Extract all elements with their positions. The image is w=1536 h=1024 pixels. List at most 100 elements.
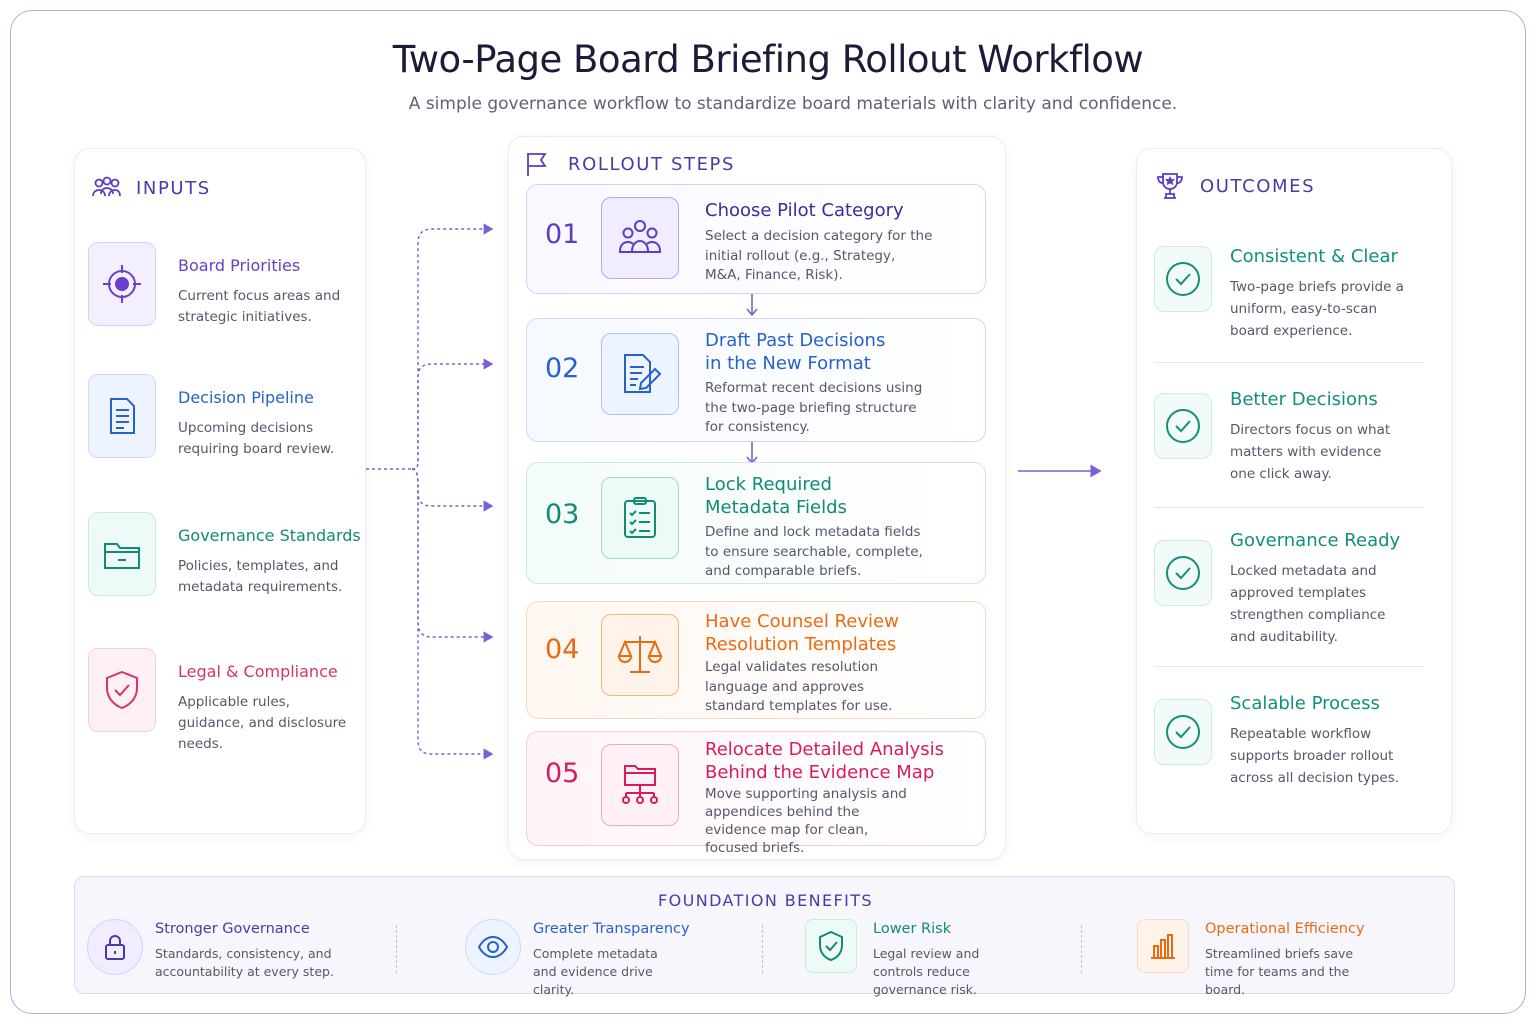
outcome-separator [1154, 362, 1424, 363]
foundation-benefits-panel: FOUNDATION BENEFITS Stronger Governance … [74, 876, 1455, 997]
benefit-title: Stronger Governance [155, 921, 310, 937]
step-desc: Select a decision category for the initi… [705, 228, 933, 283]
outcomes-heading-label: OUTCOMES [1200, 175, 1316, 197]
step-title: Choose Pilot Category [705, 200, 904, 221]
step-title: Lock Required Metadata Fields [705, 474, 847, 518]
benefit-divider [762, 925, 763, 973]
benefit-lower-risk: Lower Risk Legal review and controls red… [805, 917, 1095, 997]
folder-icon [104, 543, 140, 569]
outcome-title: Governance Ready [1230, 530, 1401, 551]
step-number: 02 [545, 353, 580, 384]
document-icon [110, 398, 135, 434]
benefit-divider [1081, 925, 1082, 973]
inputs-heading: INPUTS [90, 172, 211, 204]
step-05-card: 05 Relocate Detailed Analysis Behind the… [526, 731, 986, 856]
connector-step-04 [411, 468, 494, 643]
check-circle-icon [1166, 556, 1200, 590]
check-circle-icon [1166, 715, 1200, 749]
shield-check-icon [106, 670, 138, 710]
bar-chart-icon [1151, 934, 1175, 959]
benefit-icon-tile [87, 919, 143, 975]
page-subtitle: A simple governance workflow to standard… [408, 94, 1178, 114]
input-tile [88, 374, 156, 458]
benefit-title: Lower Risk [873, 921, 952, 937]
benefit-greater-transparency: Greater Transparency Complete metadata a… [465, 917, 755, 997]
benefit-desc: Legal review and controls reduce governa… [873, 946, 980, 997]
step-title: Have Counsel Review Resolution Templates [705, 611, 899, 655]
benefit-title: Operational Efficiency [1205, 921, 1365, 937]
input-governance-standards: Governance Standards Policies, templates… [88, 512, 361, 602]
inputs-heading-label: INPUTS [136, 177, 211, 199]
input-title: Governance Standards [178, 526, 361, 545]
check-circle-icon [1166, 409, 1200, 443]
shield-icon [819, 930, 843, 962]
step-icon-box [601, 477, 679, 559]
input-title: Legal & Compliance [178, 662, 338, 681]
benefit-icon-tile [1137, 919, 1189, 973]
input-legal-compliance: Legal & Compliance Applicable rules, gui… [88, 648, 358, 752]
outcome-check-tile [1154, 246, 1212, 312]
connector-step-02 [411, 358, 494, 470]
outcome-better-decisions: Better Decisions Directors focus on what… [1154, 389, 1434, 489]
trophy-icon [1157, 173, 1183, 199]
outcome-desc: Two-page briefs provide a uniform, easy-… [1230, 279, 1404, 339]
step-04-card: 04 Have Counsel Review Resolution Templa… [526, 601, 986, 719]
input-title: Board Priorities [178, 256, 301, 275]
benefit-stronger-governance: Stronger Governance Standards, consisten… [87, 917, 377, 983]
step-number: 04 [545, 634, 580, 665]
step-title: Draft Past Decisions in the New Format [705, 330, 886, 374]
input-tile [88, 512, 156, 596]
outcome-consistent-clear: Consistent & Clear Two-page briefs provi… [1154, 246, 1434, 346]
scales-icon [617, 636, 663, 673]
input-tile [88, 648, 156, 732]
page-title: Two-Page Board Briefing Rollout Workflow [392, 38, 1144, 81]
input-decision-pipeline: Decision Pipeline Upcoming decisions req… [88, 374, 358, 464]
outcome-check-tile [1154, 540, 1212, 606]
input-desc: Upcoming decisions requiring board revie… [178, 420, 335, 457]
outcome-scalable-process: Scalable Process Repeatable workflow sup… [1154, 693, 1434, 793]
step-desc: Move supporting analysis and appendices … [705, 786, 907, 856]
input-desc: Policies, templates, and metadata requir… [178, 558, 343, 595]
step-01-card: 01 Choose Pilot Category Select a decisi… [526, 184, 986, 294]
outcome-desc: Locked metadata and approved templates s… [1230, 563, 1386, 645]
step-03-card: 03 Lock Required Metadata Fields Define … [526, 462, 986, 584]
connector-step-01 [411, 223, 494, 470]
connector-step-05 [411, 468, 494, 760]
step-02-card: 02 Draft Past Decisions in the New Forma… [526, 318, 986, 442]
outcome-governance-ready: Governance Ready Locked metadata and app… [1154, 530, 1434, 650]
benefit-operational-efficiency: Operational Efficiency Streamlined brief… [1137, 917, 1427, 997]
step-desc: Legal validates resolution language and … [705, 659, 893, 714]
outcome-title: Better Decisions [1230, 389, 1378, 410]
benefit-desc: Complete metadata and evidence drive cla… [533, 946, 658, 997]
outcome-title: Scalable Process [1230, 693, 1380, 714]
step-desc: Reformat recent decisions using the two-… [705, 380, 923, 435]
target-icon [103, 265, 141, 303]
rollout-steps-heading: ROLLOUT STEPS [522, 148, 735, 180]
step-number: 03 [545, 499, 580, 530]
check-circle-icon [1166, 262, 1200, 296]
step-desc: Define and lock metadata fields to ensur… [705, 524, 923, 579]
benefit-desc: Streamlined briefs save time for teams a… [1205, 946, 1354, 997]
outcomes-heading: OUTCOMES [1154, 170, 1315, 202]
connector-step-03 [411, 468, 494, 512]
step-number: 05 [545, 758, 580, 789]
benefit-divider [396, 925, 397, 973]
step-number: 01 [545, 219, 580, 250]
outcome-desc: Directors focus on what matters with evi… [1230, 422, 1391, 482]
outcome-check-tile [1154, 393, 1212, 459]
step-icon-box [601, 744, 679, 826]
benefit-desc: Standards, consistency, and accountabili… [155, 946, 334, 979]
clipboard-checklist-icon [624, 497, 656, 538]
outcome-title: Consistent & Clear [1230, 246, 1398, 267]
step-icon-box [601, 614, 679, 696]
step-arrow-01-02 [746, 294, 758, 317]
input-desc: Applicable rules, guidance, and disclosu… [178, 694, 347, 752]
outcome-separator [1154, 507, 1424, 508]
outcome-check-tile [1154, 699, 1212, 765]
flag-icon [527, 153, 547, 176]
foundation-heading: FOUNDATION BENEFITS [658, 891, 873, 910]
benefit-title: Greater Transparency [533, 921, 690, 937]
rollout-steps-heading-label: ROLLOUT STEPS [568, 153, 736, 175]
outcome-separator [1154, 666, 1424, 667]
